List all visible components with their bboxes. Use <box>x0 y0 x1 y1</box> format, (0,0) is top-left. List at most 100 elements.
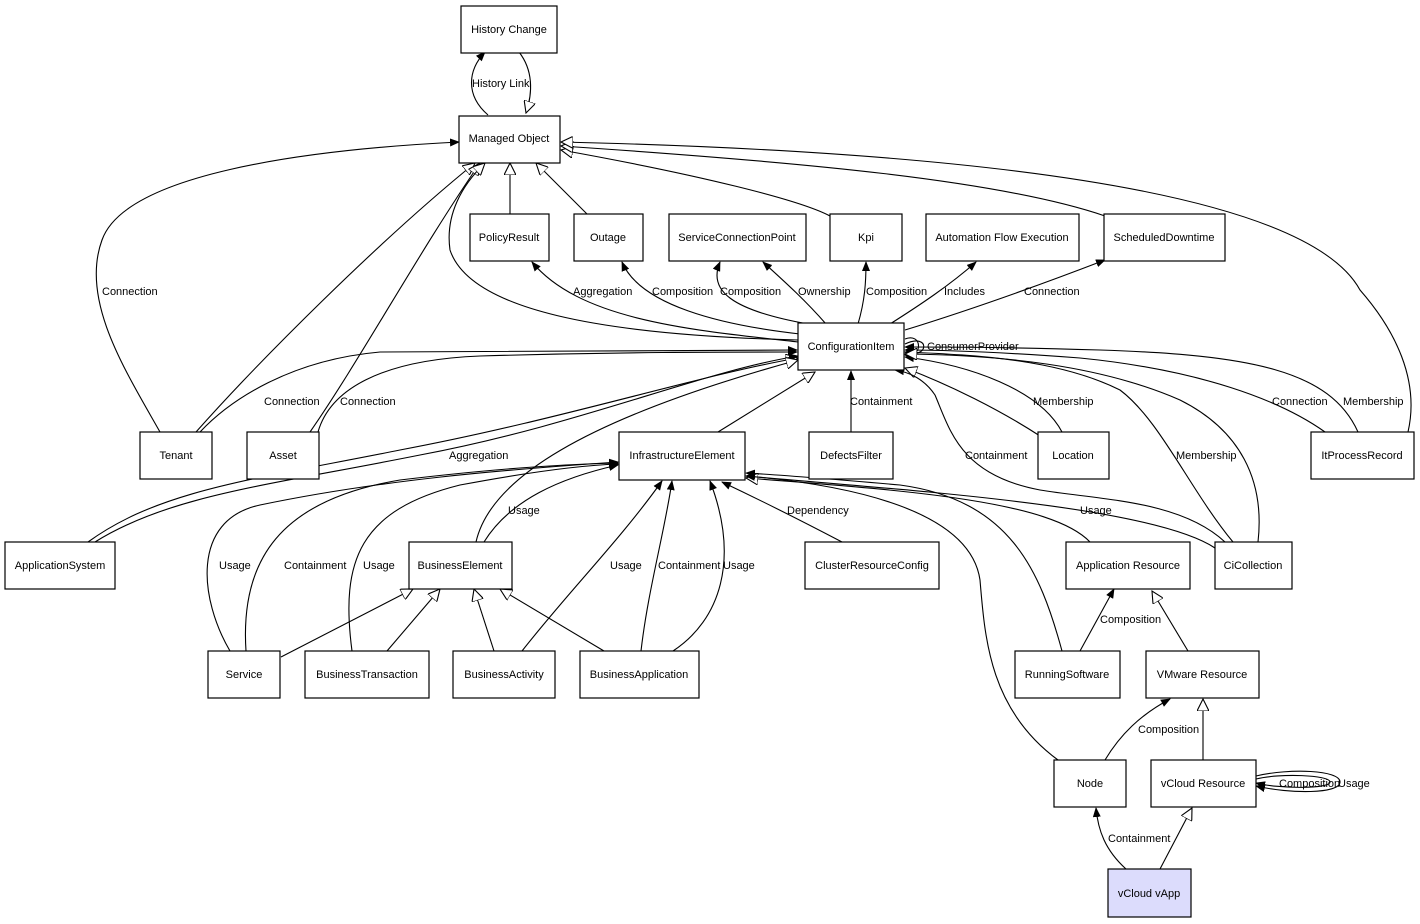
node-label: Asset <box>269 450 297 462</box>
node-business-activity[interactable]: BusinessActivity <box>452 650 556 699</box>
node-vcloud-vapp[interactable]: vCloud vApp <box>1107 868 1192 918</box>
edge-label: Composition <box>1100 614 1161 626</box>
edge-label: Containment <box>1108 833 1170 845</box>
edge-itprocessrecord-managedobject <box>561 142 1412 433</box>
edge-businesstransaction-businesselement <box>386 589 440 652</box>
edge-label: Connection <box>264 396 320 408</box>
edge-cicollection-ie-usage: Usage <box>745 472 1216 549</box>
node-label: ServiceConnectionPoint <box>678 232 795 244</box>
node-service-connection-point[interactable]: ServiceConnectionPoint <box>668 213 807 262</box>
edge-label: Containment <box>850 396 912 408</box>
edge-businessapplication-ie-containment: Containment <box>640 480 720 652</box>
edge-ci-scheduleddowntime: Connection <box>904 259 1106 331</box>
node-managed-object[interactable]: Managed Object <box>458 115 561 164</box>
node-label: Application Resource <box>1076 560 1180 572</box>
edge-label: Containment <box>658 560 720 572</box>
edge-defectsfilter-ci: Containment <box>847 370 912 432</box>
edge-infrastructureelement-ci-inherit <box>717 372 815 433</box>
node-business-element[interactable]: BusinessElement <box>408 541 513 590</box>
node-vmware-resource[interactable]: VMware Resource <box>1145 650 1260 699</box>
edge-label: Composition <box>720 286 781 298</box>
edge-label: Composition <box>652 286 713 298</box>
node-kpi[interactable]: Kpi <box>829 213 903 262</box>
edge-location-ci-inherit <box>905 368 1041 437</box>
edge-tenant-ci: Connection <box>199 346 798 433</box>
edge-runningsoftware-applicationresource: Composition <box>1079 588 1161 652</box>
node-vcloud-resource[interactable]: vCloud Resource <box>1150 759 1257 808</box>
edges: History Link Connection Aggregation Comp… <box>87 51 1412 870</box>
edge-label: Usage <box>1080 505 1112 517</box>
node-running-software[interactable]: RunningSoftware <box>1014 650 1121 699</box>
node-scheduled-downtime[interactable]: ScheduledDowntime <box>1103 213 1226 262</box>
node-cluster-resource-config[interactable]: ClusterResourceConfig <box>804 541 940 590</box>
edge-vcloudresource-self-usage: Usage <box>1255 774 1370 790</box>
node-it-process-record[interactable]: ItProcessRecord <box>1310 431 1415 480</box>
node-defects-filter[interactable]: DefectsFilter <box>808 431 894 480</box>
node-automation-flow-execution[interactable]: Automation Flow Execution <box>925 213 1080 262</box>
edge-label: Usage <box>723 560 755 572</box>
node-asset[interactable]: Asset <box>246 431 320 480</box>
edge-label: Connection <box>102 286 158 298</box>
edge-asset-managedobject-inherit <box>309 163 480 433</box>
edge-label: Includes <box>944 286 985 298</box>
edge-cicollection-ci-inherit <box>905 354 1260 543</box>
node-label: ConfigurationItem <box>808 341 895 353</box>
node-configuration-item[interactable]: ConfigurationItem <box>797 322 905 371</box>
node-label: InfrastructureElement <box>629 450 734 462</box>
edge-label: Connection <box>1272 396 1328 408</box>
node-service[interactable]: Service <box>207 650 281 699</box>
edge-service-ie-containment: Containment <box>244 459 619 652</box>
edge-cicollection-ci-containment: Containment <box>894 367 1226 543</box>
node-outage[interactable]: Outage <box>573 213 644 262</box>
edge-vapp-node: Containment <box>1092 807 1170 870</box>
edge-label: Usage <box>219 560 251 572</box>
edge-businessapplication-businesselement <box>500 589 605 652</box>
edge-label: Composition <box>1138 724 1199 736</box>
node-label: BusinessApplication <box>590 669 688 681</box>
edge-tenant-managedobject-connection: Connection <box>95 138 460 433</box>
node-policy-result[interactable]: PolicyResult <box>469 213 550 262</box>
edge-itprocessrecord-ci-membership: Membership <box>904 343 1404 433</box>
edge-label: Usage <box>1338 778 1370 790</box>
edge-service-businesselement <box>280 589 413 658</box>
edge-businessactivity-businesselement <box>474 589 495 652</box>
node-label: Tenant <box>159 450 192 462</box>
edge-label: Usage <box>610 560 642 572</box>
edge-businessapplication-ie-usage: Usage <box>672 480 755 652</box>
edge-applicationsystem-ci-aggregation: Aggregation <box>94 353 799 543</box>
edge-node-ie <box>745 472 1059 761</box>
node-business-application[interactable]: BusinessApplication <box>579 650 700 699</box>
node-label: ClusterResourceConfig <box>815 560 929 572</box>
node-label: BusinessElement <box>418 560 503 572</box>
node-history-change[interactable]: History Change <box>460 5 558 54</box>
node-label: Outage <box>590 232 626 244</box>
edge-label: Membership <box>1033 396 1094 408</box>
edge-label: Ownership <box>798 286 851 298</box>
node-label: ItProcessRecord <box>1321 450 1402 462</box>
node-business-transaction[interactable]: BusinessTransaction <box>304 650 430 699</box>
node-location[interactable]: Location <box>1037 431 1110 480</box>
edge-businesselement-ci-inherit <box>475 360 798 543</box>
edge-tenant-managedobject-inherit <box>195 163 475 433</box>
edge-label: Membership <box>1176 450 1237 462</box>
node-node[interactable]: Node <box>1053 759 1127 808</box>
node-label: Automation Flow Execution <box>935 232 1068 244</box>
node-application-resource[interactable]: Application Resource <box>1065 541 1191 590</box>
edge-label: Dependency <box>787 505 849 517</box>
node-application-system[interactable]: ApplicationSystem <box>4 541 116 590</box>
node-infrastructure-element[interactable]: InfrastructureElement <box>618 431 746 481</box>
edge-service-ie-usage: Usage <box>206 458 619 652</box>
edge-businesstransaction-ie-usage: Usage <box>348 460 619 652</box>
edge-cicollection-ci-membership: Membership <box>904 348 1237 543</box>
node-ci-collection[interactable]: CiCollection <box>1214 541 1293 590</box>
node-tenant[interactable]: Tenant <box>139 431 213 480</box>
node-label: VMware Resource <box>1157 669 1247 681</box>
node-label: CiCollection <box>1224 560 1283 572</box>
node-label: BusinessTransaction <box>316 669 418 681</box>
edge-ci-automationflowexecution: Includes <box>889 261 985 325</box>
edge-ci-outage: Composition <box>621 261 801 335</box>
edge-label: Composition <box>866 286 927 298</box>
edge-label: Aggregation <box>449 450 508 462</box>
edge-kpi-managedobject <box>561 150 831 217</box>
